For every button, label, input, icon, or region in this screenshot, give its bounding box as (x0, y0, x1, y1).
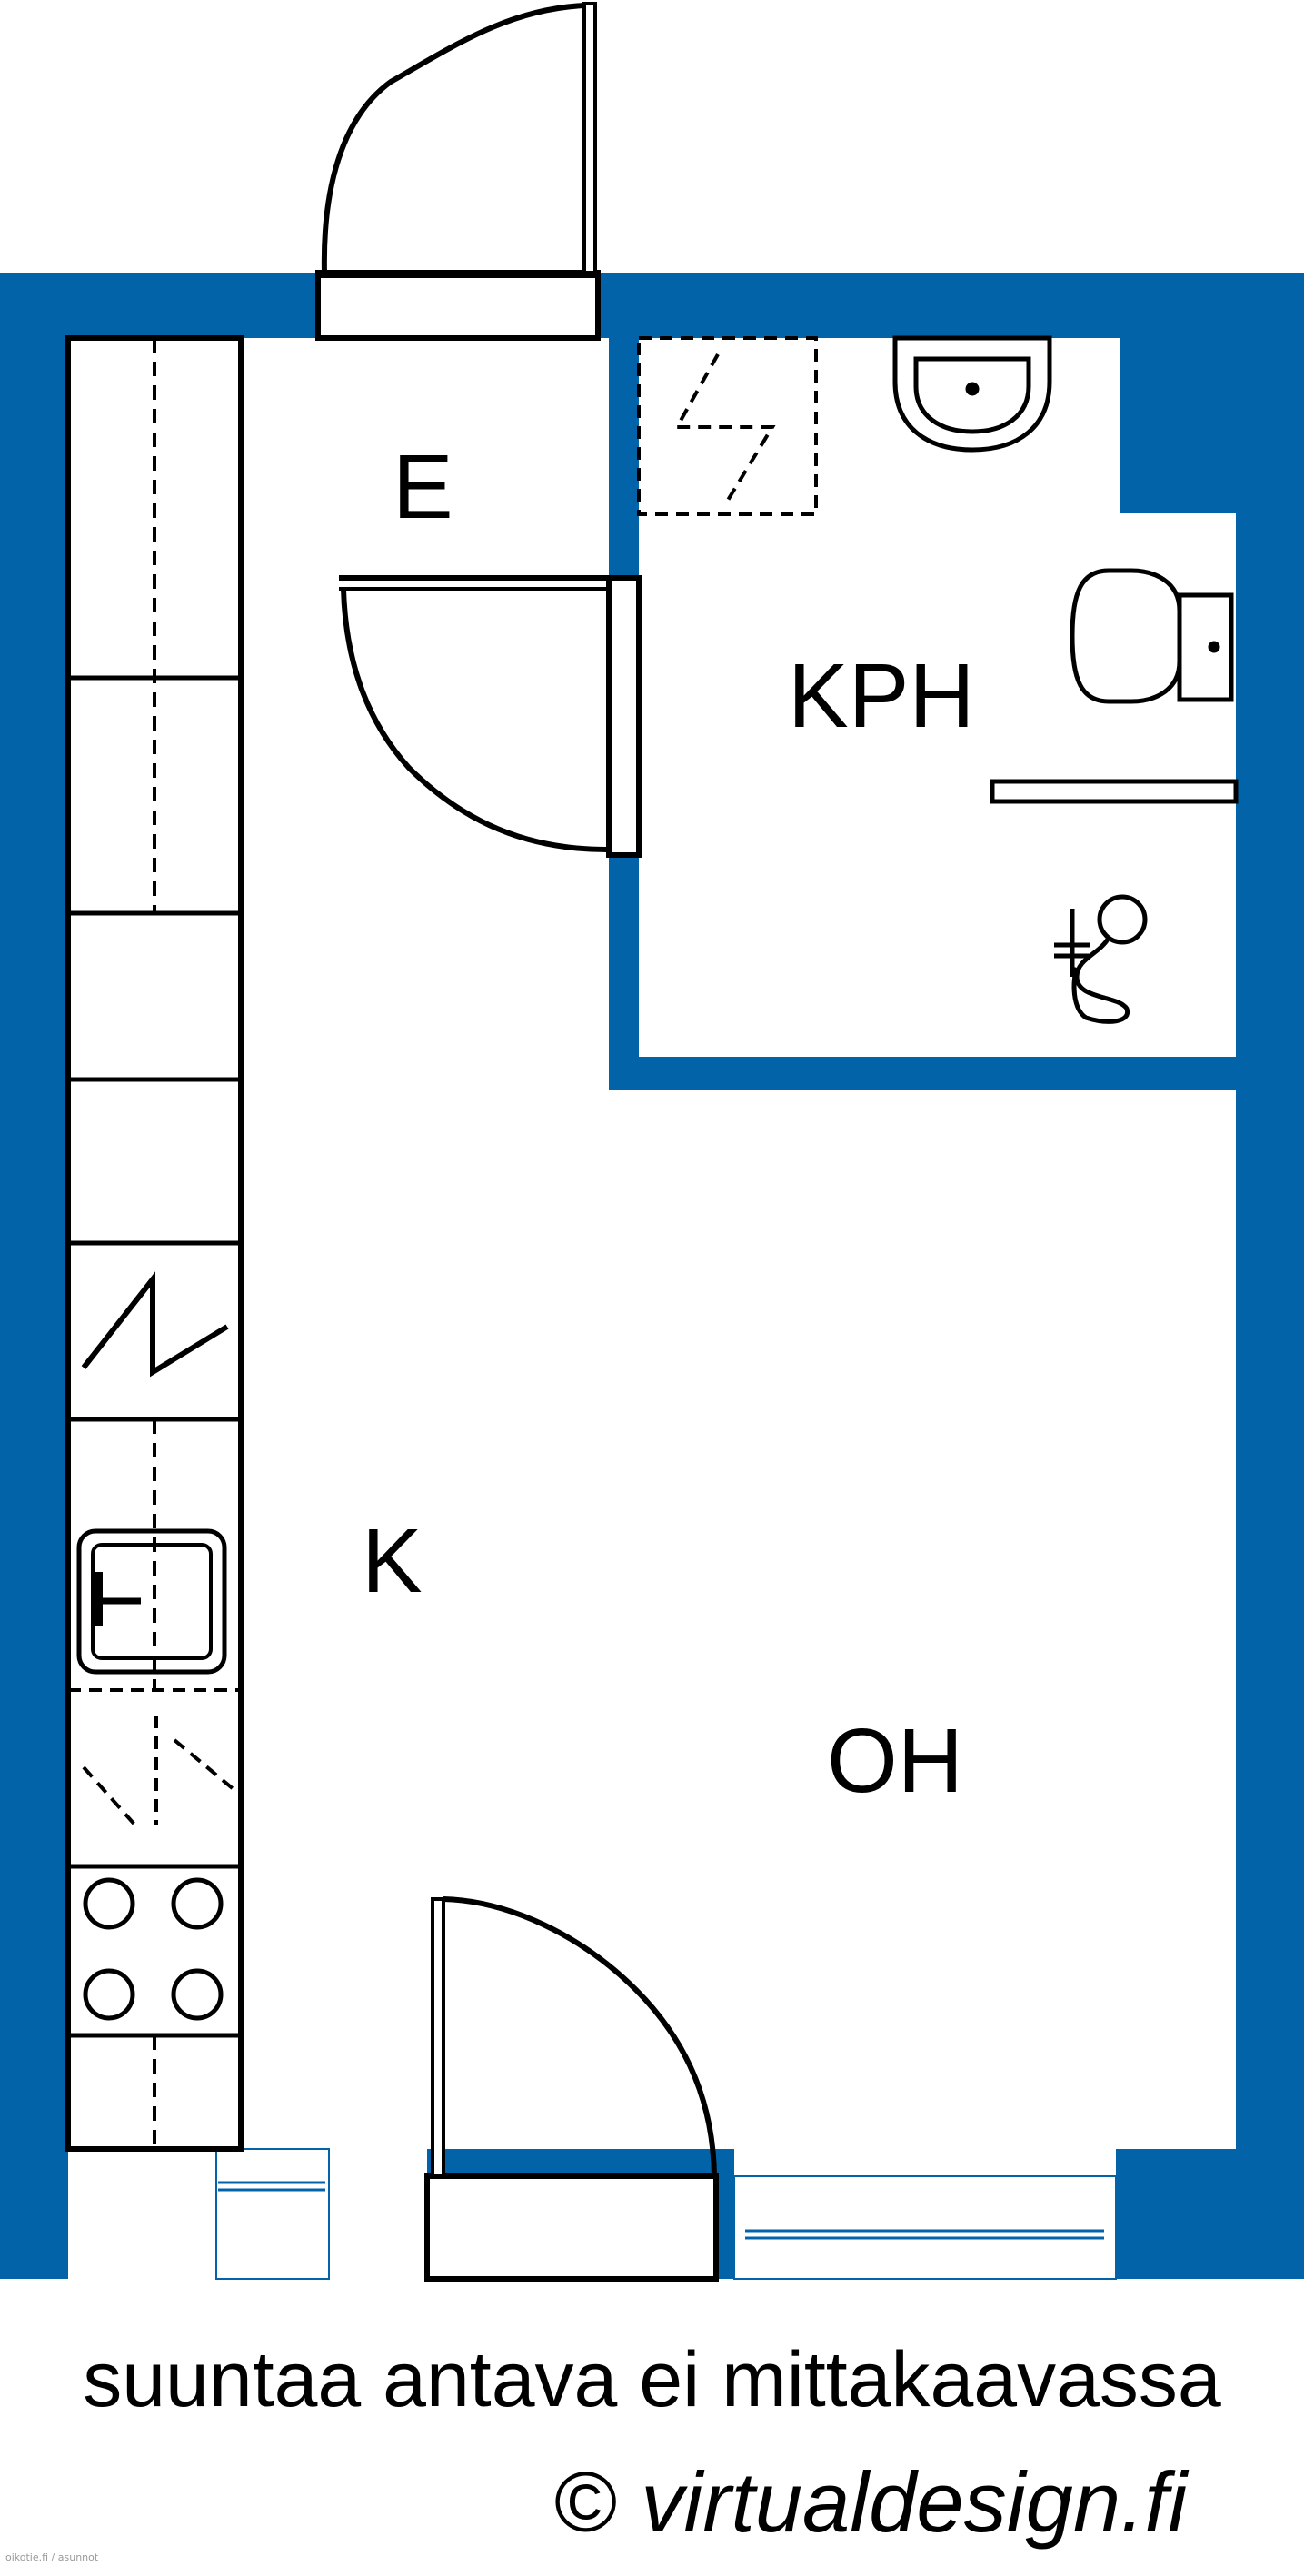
window-small (215, 2148, 330, 2280)
fridge-icon (81, 1271, 229, 1378)
room-label-entrance: E (393, 436, 453, 538)
sink-icon (76, 1528, 227, 1675)
room-label-bathroom: KPH (788, 645, 975, 747)
shower-partition (990, 779, 1239, 804)
walls (0, 273, 1304, 2279)
watermark: oikotie.fi / asunnot (5, 2551, 99, 2563)
kitchen-counter (65, 335, 244, 2152)
copyright-line: © virtualdesign.fi (554, 2453, 1187, 2551)
copyright-site: virtualdesign.fi (641, 2454, 1188, 2550)
door-swing-icon (321, 3, 585, 274)
scale-disclaimer: suuntaa antava ei mittakaavassa (83, 2336, 1221, 2423)
bathroom-door (339, 575, 642, 858)
balcony-door (424, 1896, 719, 2282)
washing-machine-icon (637, 336, 818, 516)
entrance-door (315, 2, 601, 341)
copyright-symbol: © (554, 2454, 618, 2550)
shower-icon (1054, 894, 1148, 1024)
window-large (733, 2175, 1117, 2280)
room-label-kitchen: K (362, 1510, 423, 1612)
door-swing-icon (443, 1896, 717, 2177)
door-swing-icon (341, 588, 608, 852)
washbasin-icon (892, 335, 1052, 453)
room-label-living-room: OH (827, 1710, 963, 1812)
stove-icon (83, 1877, 224, 2021)
toilet-icon (1070, 568, 1234, 704)
dishwasher-icon (66, 1688, 243, 1868)
